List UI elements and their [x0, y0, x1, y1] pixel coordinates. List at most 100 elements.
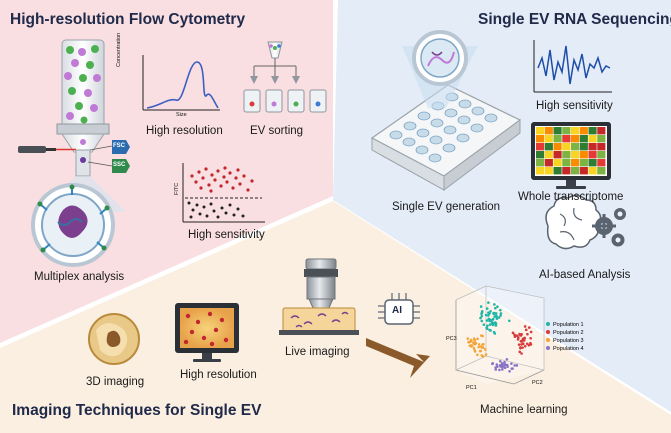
- multiplex-ev-zoom: [31, 183, 115, 267]
- heatmap-cell: [579, 143, 588, 151]
- pca-point: [513, 364, 516, 367]
- heatmap-cell: [553, 143, 562, 151]
- heatmap-cell: [571, 159, 580, 167]
- pca-point: [477, 345, 480, 349]
- pca-point: [523, 344, 527, 348]
- heatmap-cell: [571, 167, 580, 175]
- heatmap-cell: [571, 143, 580, 151]
- pca-point: [505, 358, 509, 361]
- heatmap-cell: [571, 135, 580, 143]
- pca-point: [499, 314, 502, 317]
- heatmap-cell: [597, 167, 606, 175]
- legend-label: Population 1: [553, 322, 584, 328]
- heatmap-cell: [553, 151, 562, 159]
- pca-axis-pc3: PC3: [446, 336, 457, 342]
- pca-point: [510, 362, 513, 365]
- heatmap-cell: [579, 135, 588, 143]
- detector-fsc: [89, 140, 130, 154]
- pca-point: [498, 308, 502, 312]
- heatmap-cell: [597, 127, 606, 135]
- pca-point: [480, 311, 484, 314]
- legend-item: Population 3: [546, 338, 584, 346]
- pca-point: [480, 314, 484, 318]
- pca-point: [513, 333, 516, 336]
- pca-point: [517, 343, 521, 346]
- heatmap-cell: [544, 127, 553, 135]
- caption-ai-based-analysis: AI-based Analysis: [539, 269, 631, 281]
- fsc-label: FSC: [113, 143, 125, 149]
- heatmap-cell: [588, 151, 597, 159]
- caption-ev-sorting: EV sorting: [250, 125, 304, 137]
- heatmap-cell: [562, 143, 571, 151]
- pca-point: [487, 301, 490, 304]
- pca-point: [477, 343, 481, 346]
- pca-point: [494, 314, 498, 318]
- pca-point: [486, 324, 489, 328]
- pca-point: [467, 340, 470, 344]
- pca-point: [488, 323, 492, 326]
- flow-panel-title: High-resolution Flow Cytometry: [10, 11, 246, 28]
- pca-point: [484, 313, 488, 317]
- plate-wells: [389, 92, 498, 163]
- caption-high-resolution-flow: High resolution: [146, 125, 223, 137]
- pca-point: [503, 366, 507, 370]
- imaging-panel-title: Imaging Techniques for Single EV: [12, 402, 262, 419]
- legend-swatch: [546, 322, 550, 326]
- laser-source: [18, 146, 76, 153]
- heatmap-cell: [597, 143, 606, 151]
- pca-point: [494, 366, 497, 369]
- heatmap-cell: [544, 143, 553, 151]
- 3d-ev-sphere: [88, 313, 140, 365]
- caption-high-sensitivity-flow: High sensitivity: [188, 229, 265, 241]
- heatmap-cell: [571, 127, 580, 135]
- legend-swatch: [546, 338, 550, 342]
- caption-high-resolution-imaging: High resolution: [180, 369, 257, 381]
- pca-point: [498, 368, 501, 372]
- caption-single-ev-generation: Single EV generation: [392, 201, 501, 213]
- pca-point: [483, 348, 487, 351]
- pca-axis-pc1: PC1: [466, 385, 477, 391]
- heatmap-cell: [571, 151, 580, 159]
- pca-legend: Population 1 Population 2 Population 3 P…: [546, 322, 584, 354]
- pca-point: [503, 360, 506, 364]
- high-res-monitor: [175, 303, 239, 362]
- pca-scatter-points: [466, 301, 533, 373]
- heatmap-cell: [536, 159, 545, 167]
- well-plate: [370, 84, 522, 191]
- ev-sorting-illustration: [243, 41, 327, 113]
- pca-point: [529, 330, 533, 334]
- pca-3d-box: [455, 285, 545, 385]
- pca-point: [489, 329, 492, 332]
- pca-point: [523, 336, 527, 340]
- pca-point: [495, 363, 499, 366]
- pca-point: [518, 350, 522, 354]
- pca-point: [487, 312, 491, 315]
- pca-point: [473, 349, 477, 352]
- pca-point: [501, 365, 504, 369]
- scatter-y-axis-label: FITC: [174, 182, 180, 195]
- tube-particles: [64, 45, 101, 163]
- pca-point: [499, 312, 503, 315]
- pca-point: [523, 325, 527, 328]
- pca-point: [491, 317, 495, 321]
- heatmap-cell: [553, 159, 562, 167]
- rna-panel-title: Single EV RNA Sequencing: [478, 11, 671, 28]
- pca-point: [494, 306, 497, 310]
- heatmap-cell: [579, 159, 588, 167]
- heatmap-cell: [562, 127, 571, 135]
- microscope-objective: [304, 258, 338, 311]
- pca-point: [481, 343, 484, 346]
- pca-point: [470, 344, 474, 347]
- caption-machine-learning: Machine learning: [480, 404, 568, 416]
- pca-point: [529, 336, 532, 340]
- heatmap-cell: [597, 159, 606, 167]
- negative-events: [187, 201, 245, 219]
- pca-point: [472, 346, 476, 350]
- heatmap-cell: [544, 135, 553, 143]
- pca-point: [491, 362, 495, 365]
- pca-point: [492, 312, 496, 316]
- live-imaging-dish: [279, 307, 359, 335]
- heatmap-cell: [579, 167, 588, 175]
